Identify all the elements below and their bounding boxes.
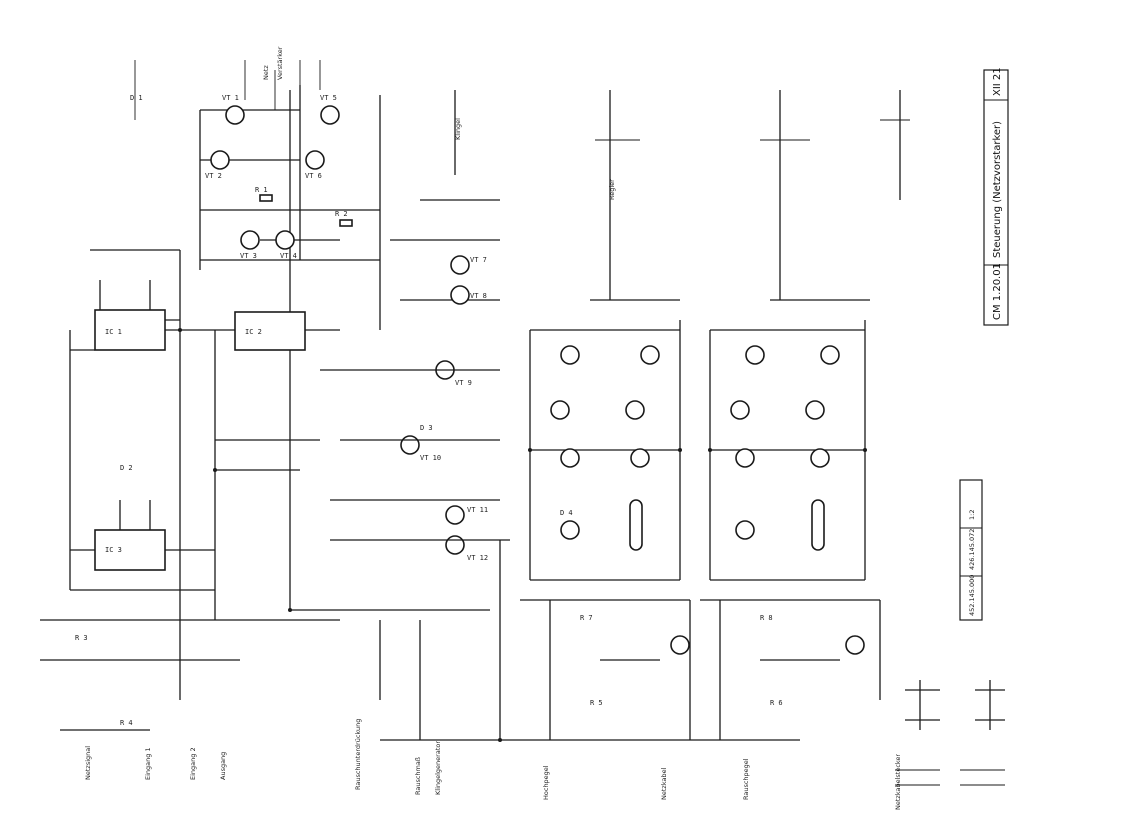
channel-a-tube — [629, 499, 643, 551]
channel-b-transistor-4 — [805, 400, 825, 420]
channel-a-transistor-4 — [625, 400, 645, 420]
channel-b-transistor-6 — [810, 448, 830, 468]
svg-text:452.145.000: 452.145.000 — [968, 575, 976, 616]
component-labels: VT 1 VT 2 VT 3 VT 4 VT 5 VT 6 VT 7 VT 8 … — [75, 94, 783, 727]
svg-text:Klingelgenerator: Klingelgenerator — [434, 741, 442, 795]
svg-text:VT 6: VT 6 — [305, 172, 322, 180]
svg-text:VT 9: VT 9 — [455, 379, 472, 387]
svg-text:Rauschpegel: Rauschpegel — [742, 758, 750, 800]
center-section — [290, 199, 800, 741]
ic-3 — [94, 529, 166, 571]
ic-3-label: IC 3 — [105, 546, 122, 554]
svg-text:R 7: R 7 — [580, 614, 593, 622]
svg-text:Netzkabel: Netzkabel — [660, 767, 668, 800]
svg-text:1:2: 1:2 — [968, 510, 976, 520]
channel-a-transistor-2 — [640, 345, 660, 365]
transistor-vt12 — [445, 535, 465, 555]
svg-text:426.145.072: 426.145.072 — [968, 529, 976, 570]
svg-text:R 6: R 6 — [770, 699, 783, 707]
svg-text:Rauschmaß: Rauschmaß — [414, 757, 422, 795]
transistor-vt1 — [225, 105, 245, 125]
top-right-wires — [454, 90, 910, 301]
channel-b-transistor-1 — [745, 345, 765, 365]
channel-b-transistor-8 — [845, 635, 865, 655]
channel-a — [520, 320, 691, 740]
channel-b-transistor-5 — [735, 448, 755, 468]
transistor-vt8 — [450, 285, 470, 305]
channel-a-transistor-7 — [560, 520, 580, 540]
svg-text:R 8: R 8 — [760, 614, 773, 622]
svg-text:Netz: Netz — [262, 65, 270, 80]
title-sheet: XII 21 — [992, 67, 1003, 96]
channel-a-transistor-5 — [560, 448, 580, 468]
svg-text:VT 10: VT 10 — [420, 454, 441, 462]
svg-text:VT 3: VT 3 — [240, 252, 257, 260]
transistor-vt5 — [320, 105, 340, 125]
svg-text:R 2: R 2 — [335, 210, 348, 218]
channel-a-transistor-6 — [630, 448, 650, 468]
left-labels: Netzsignal Eingang 1 Eingang 2 Ausgang — [84, 746, 227, 780]
svg-text:R 3: R 3 — [75, 634, 88, 642]
transistor-vt10 — [400, 435, 420, 455]
svg-text:Verstärker: Verstärker — [276, 46, 284, 80]
svg-text:R 1: R 1 — [255, 186, 268, 194]
resistor-r2 — [339, 219, 353, 227]
channel-a-transistor-1 — [560, 345, 580, 365]
channel-a-transistor-3 — [550, 400, 570, 420]
title-block: XII 21 Steuerung (Netzvorstarker) CM 1.2… — [983, 67, 1009, 326]
channel-b-transistor-2 — [820, 345, 840, 365]
transistor-vt6 — [305, 150, 325, 170]
ic-1-label: IC 1 — [105, 328, 122, 336]
transistor-vt7 — [450, 255, 470, 275]
svg-text:VT 2: VT 2 — [205, 172, 222, 180]
terminal-block — [895, 680, 1005, 786]
junction-dots — [178, 328, 867, 742]
channel-b-transistor-7 — [735, 520, 755, 540]
svg-text:Regler: Regler — [608, 179, 616, 200]
title-device: CM 1.20.01 — [992, 263, 1003, 320]
left-section: IC 1 IC 2 IC 3 — [40, 60, 381, 731]
svg-text:Rauschunterdrückung: Rauschunterdrückung — [354, 719, 362, 790]
svg-text:VT 4: VT 4 — [280, 252, 297, 260]
ic-2 — [234, 311, 306, 351]
svg-text:R 5: R 5 — [590, 699, 603, 707]
svg-text:D 1: D 1 — [130, 94, 143, 102]
svg-text:VT 5: VT 5 — [320, 94, 337, 102]
title-description: Steuerung (Netzvorstarker) — [992, 121, 1003, 258]
transistor-vt3 — [240, 230, 260, 250]
svg-text:Hochpegel: Hochpegel — [542, 765, 550, 800]
svg-text:Eingang 1: Eingang 1 — [144, 747, 152, 780]
transistor-vt4 — [275, 230, 295, 250]
svg-text:VT 12: VT 12 — [467, 554, 488, 562]
svg-text:R 4: R 4 — [120, 719, 133, 727]
svg-text:D 3: D 3 — [420, 424, 433, 432]
channel-b-transistor-3 — [730, 400, 750, 420]
bottom-labels: Rauschunterdrückung Rauschmaß Klingelgen… — [354, 719, 902, 810]
svg-text:Eingang 2: Eingang 2 — [189, 747, 197, 780]
svg-text:Netzkabelstecker: Netzkabelstecker — [894, 754, 902, 810]
svg-text:D 4: D 4 — [560, 509, 573, 517]
channel-a-transistor-8 — [670, 635, 690, 655]
stamp-box: 1:2 426.145.072 452.145.000 — [959, 479, 983, 621]
channel-b — [700, 320, 881, 740]
transistor-vt11 — [445, 505, 465, 525]
ic-1 — [94, 309, 166, 351]
svg-text:D 2: D 2 — [120, 464, 133, 472]
svg-text:Klingel: Klingel — [454, 118, 462, 140]
channel-b-tube — [811, 499, 825, 551]
svg-text:VT 1: VT 1 — [222, 94, 239, 102]
ic-2-label: IC 2 — [245, 328, 262, 336]
svg-text:VT 11: VT 11 — [467, 506, 488, 514]
transistor-vt2 — [210, 150, 230, 170]
top-center-section — [199, 60, 353, 270]
svg-text:Netzsignal: Netzsignal — [84, 746, 92, 780]
svg-text:Ausgang: Ausgang — [219, 752, 227, 780]
svg-text:VT 8: VT 8 — [470, 292, 487, 300]
resistor-r1 — [259, 194, 273, 202]
top-labels: Netz Verstärker Klingel Regler — [262, 46, 616, 200]
svg-text:VT 7: VT 7 — [470, 256, 487, 264]
